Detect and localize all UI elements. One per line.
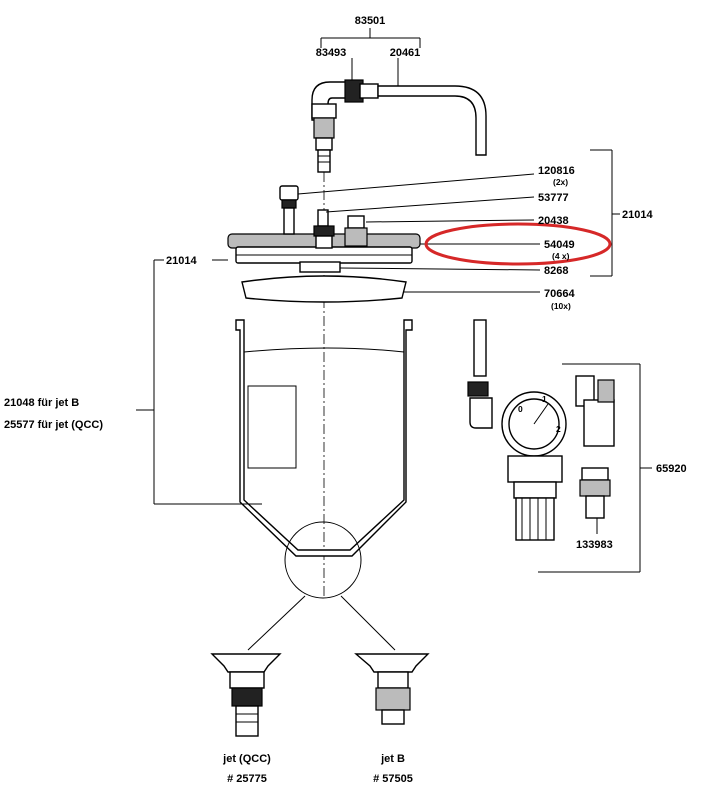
qty-70664: (10x) (551, 301, 571, 311)
label-53777: 53777 (538, 192, 569, 204)
label-83493: 83493 (316, 47, 347, 59)
label-133983: 133983 (576, 539, 613, 551)
highlight-ellipse-54049 (424, 222, 612, 266)
qty-54049: (4 x) (552, 251, 570, 261)
gasket-70664 (241, 275, 407, 303)
qty-120816: (2x) (553, 177, 568, 187)
label-83501: 83501 (355, 15, 386, 27)
label-120816: 120816 (538, 165, 575, 177)
label-20438: 20438 (538, 215, 569, 227)
cup-21048 (235, 319, 413, 599)
label-21014-right: 21014 (622, 209, 653, 221)
regulator-65920: 0 1 2 (467, 319, 652, 573)
part-labels: 83501 83493 20461 120816 (2x) 53777 2043… (4, 15, 687, 785)
label-54049: 54049 (544, 239, 575, 251)
label-8268: 8268 (544, 265, 568, 277)
fitting-83501 (311, 28, 487, 173)
label-21048: 21048 für jet B (4, 397, 79, 409)
label-jet-b-number: # 57505 (373, 773, 413, 785)
svg-text:2: 2 (556, 424, 561, 434)
label-jet-qcc-number: # 25775 (227, 773, 267, 785)
label-25577: 25577 für jet (QCC) (4, 419, 103, 431)
label-65920: 65920 (656, 463, 687, 475)
jet-b-drawing (340, 595, 430, 725)
label-20461: 20461 (390, 47, 421, 59)
leader-lines (136, 149, 620, 505)
jet-qcc-drawing (210, 595, 306, 737)
label-jet-b: jet B (380, 753, 405, 765)
svg-text:0: 0 (518, 404, 523, 414)
svg-text:1: 1 (542, 394, 547, 404)
label-21014-left: 21014 (166, 255, 197, 267)
label-jet-qcc: jet (QCC) (222, 753, 271, 765)
lid-21014 (227, 185, 421, 273)
label-70664: 70664 (544, 288, 575, 300)
